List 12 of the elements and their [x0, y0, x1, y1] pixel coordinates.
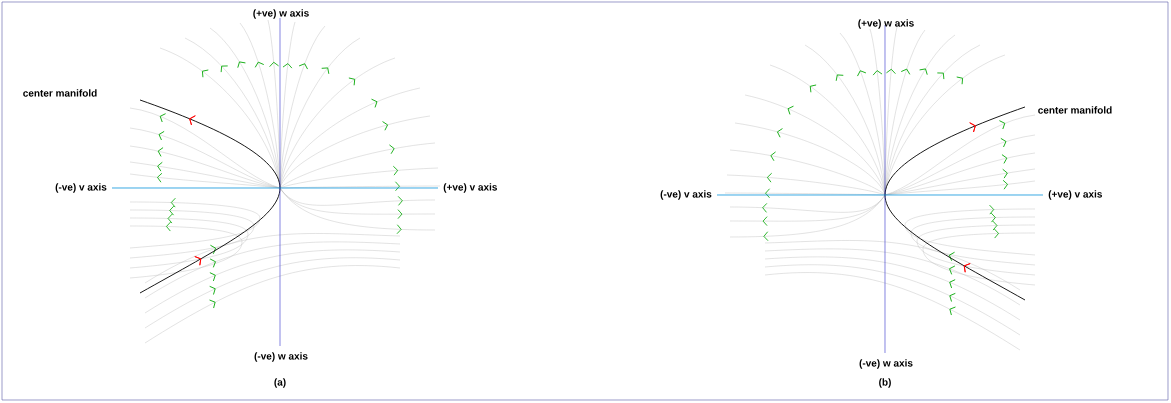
axis-label: (+ve) v axis — [1048, 190, 1102, 200]
axis-label: (+ve) v axis — [443, 183, 497, 193]
axis-label: (-ve) w axis — [254, 352, 308, 362]
axis-label: (+ve) w axis — [858, 19, 914, 29]
panel-label: (a) — [274, 378, 286, 388]
axis-label: (-ve) v axis — [660, 190, 712, 200]
axis-label: (+ve) w axis — [253, 9, 309, 19]
curve-label: center manifold — [1038, 106, 1112, 114]
axis-label: (-ve) v axis — [55, 183, 107, 193]
panel-label: (b) — [879, 378, 891, 388]
curve-label: center manifold — [23, 89, 97, 97]
axis-label: (-ve) w axis — [859, 359, 913, 369]
